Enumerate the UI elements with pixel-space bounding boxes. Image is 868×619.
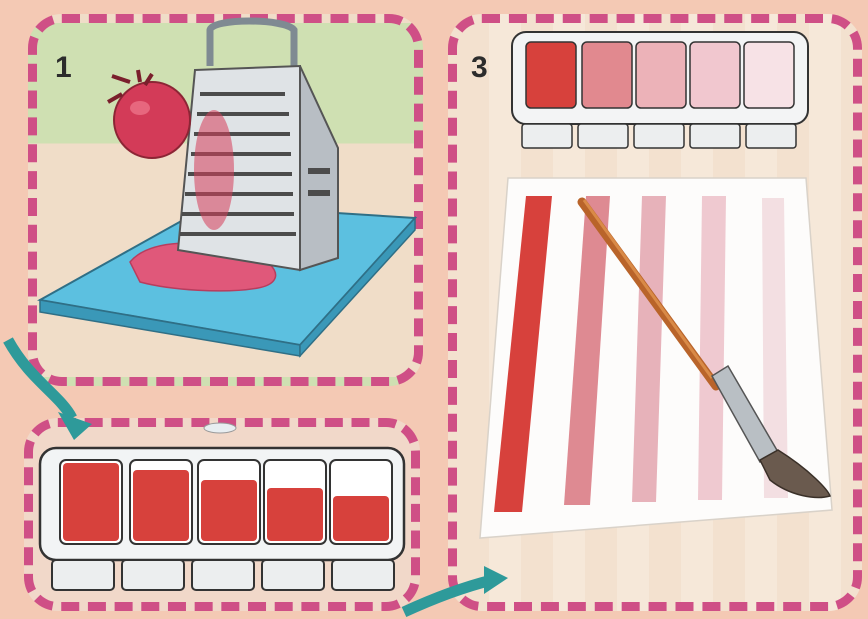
grater-icon: [178, 21, 338, 270]
arrow-icon: [8, 340, 92, 440]
arrow-icon: [404, 566, 508, 612]
ice-tray-icon: [40, 423, 404, 590]
tomato-icon: [108, 70, 190, 158]
ice-tray-icon-shaded: [512, 32, 808, 148]
